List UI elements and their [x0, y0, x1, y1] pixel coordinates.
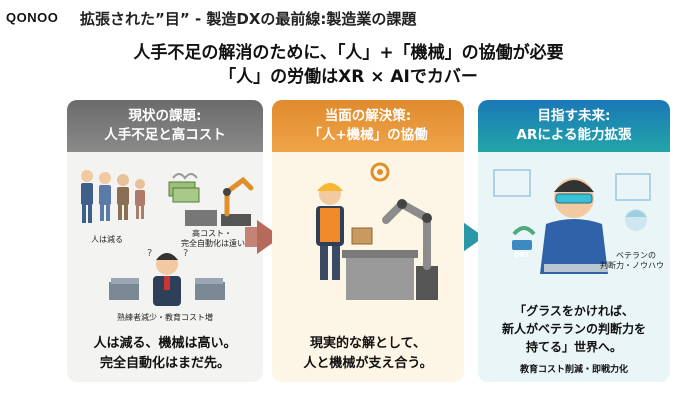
panel-header-line-1: 目指す未来: [537, 108, 611, 124]
panel-header-line-1: 現状の課題: [128, 108, 202, 124]
panel-header: 現状の課題: 人手不足と高コスト [67, 100, 263, 152]
panel-3-footer-line-2: 新人がベテランの判断力を [501, 322, 646, 336]
panel-3-footer-line-1: 「グラスをかければ、 [514, 304, 634, 318]
slide-title: 拡張された”目” - 製造DXの最前線:製造業の課題 [80, 10, 417, 28]
headline-line-2: 「人」の労働はXR × AIでカバー [219, 67, 478, 87]
panel-3-footer-line-3: 持てる」世界へ。 [525, 340, 622, 354]
panel-current-issue: 現状の課題: 人手不足と高コスト 人は減る 高コスト・ 完全自動化は遠い ?? … [67, 100, 263, 382]
worried-worker-illustration: ?? [109, 248, 225, 306]
svg-text:?: ? [183, 248, 188, 259]
veteran-label-2: 判断力・ノウハウ [600, 261, 664, 270]
panel-header-line-1: 当面の解決策: [324, 108, 412, 124]
skilled-worker-label: 熟練者減少・教育コスト増 [117, 313, 213, 322]
panel-header: 目指す未来: ARによる能力拡張 [478, 100, 670, 152]
panel-1-footer-line-1: 人は減る、機械は高い。 [93, 336, 237, 351]
company-logo: QONOO [6, 10, 59, 25]
panel-solution: 当面の解決策: 「人+機械」の協働 現実的な解として、 人と機械が支え合う。 [272, 100, 464, 382]
ok-label: OK! [514, 251, 529, 259]
money-robot-illustration [168, 173, 254, 226]
panel-2-footer-line-1: 現実的な解として、 [310, 336, 426, 351]
svg-text:?: ? [147, 248, 152, 259]
cost-label-2: 完全自動化は遠い [181, 239, 245, 248]
panel-header-line-2: 人手不足と高コスト [104, 127, 226, 143]
cost-label-1: 高コスト・ [192, 229, 232, 238]
headline-line-1: 人手不足の解消のために、「人」+「機械」の協働が必要 [133, 43, 564, 63]
people-decrease-label: 人は減る [91, 235, 123, 244]
panel-header-line-2: 「人+機械」の協働 [308, 127, 428, 143]
panel-header: 当面の解決策: 「人+機械」の協働 [272, 100, 464, 152]
arrow-1-body [245, 227, 259, 247]
veteran-label-1: ベテランの [616, 251, 656, 260]
workers-illustration [81, 170, 145, 223]
panel-header-line-2: ARによる能力拡張 [516, 127, 632, 143]
panel-1-footer-line-2: 完全自動化はまだ先。 [99, 356, 230, 371]
ar-glasses-worker-illustration [493, 169, 651, 274]
panel-future: 目指す未来: ARによる能力拡張 OK! ベテランの 判断力・ノウハウ 「グラス… [478, 100, 670, 382]
panel-2-footer-line-2: 人と機械が支え合う。 [303, 356, 433, 371]
panel-3-footer-line-4: 教育コスト削減・即戦力化 [519, 365, 628, 375]
human-robot-collaboration-illustration [316, 162, 438, 300]
